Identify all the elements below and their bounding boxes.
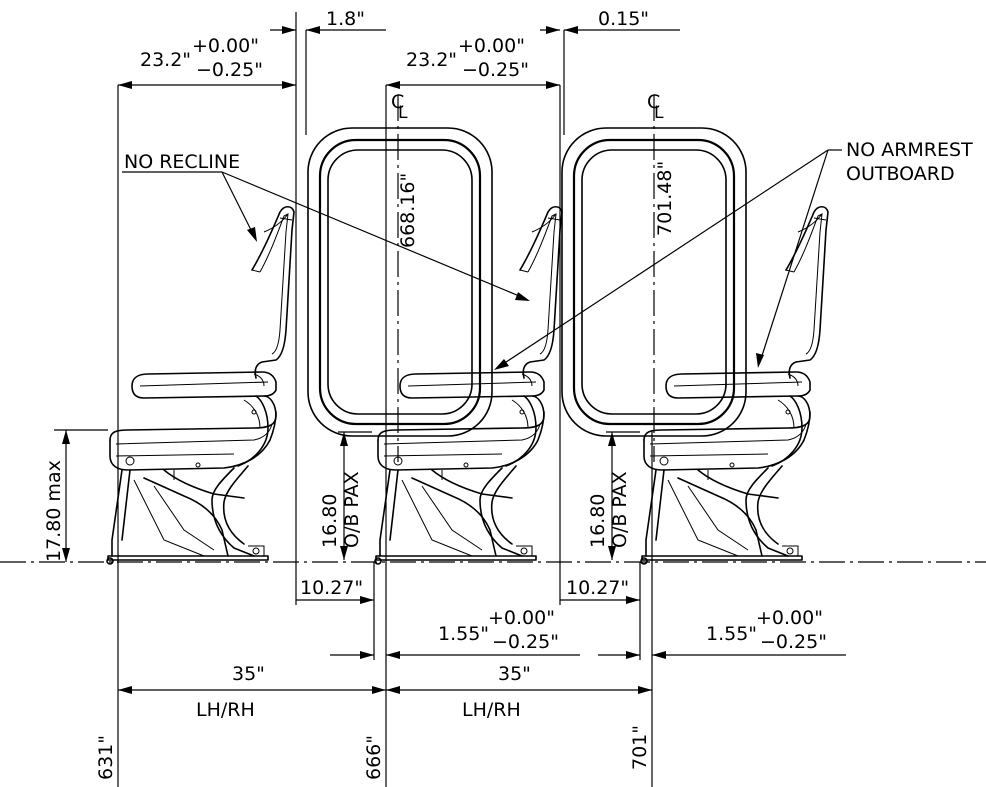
centerline-2-sub: L xyxy=(654,103,664,123)
dim-pax-2: 16.80 O/B PAX xyxy=(587,431,640,560)
dim-pitch-b: 35" LH/RH xyxy=(386,663,652,721)
offset-1-label: 10.27" xyxy=(300,577,363,599)
tol-1-plus: +0.00" xyxy=(488,607,555,629)
dim-pitch-2-minus: −0.25" xyxy=(462,59,529,81)
window-2-dim: 701.48" xyxy=(654,161,676,236)
dim-pitch-1-label: 23.2" xyxy=(140,49,191,71)
dim-gap-front: 1.8" xyxy=(270,8,386,34)
pitch-a-side: LH/RH xyxy=(196,699,255,721)
no-recline-label: NO RECLINE xyxy=(124,151,240,173)
dim-offset-1: 10.27" xyxy=(296,577,374,604)
tol-1-minus: −0.25" xyxy=(492,631,559,653)
centerline-1-symbol: C xyxy=(391,91,404,113)
dim-pax-1: 16.80 O/B PAX xyxy=(319,431,372,560)
tol-1-label: 1.55" xyxy=(438,623,489,645)
no-armrest-callout: NO ARMREST OUTBOARD xyxy=(494,139,973,370)
tol-2-label: 1.55" xyxy=(706,623,757,645)
seat-2 xyxy=(374,205,563,565)
dim-offset-2: 10.27" xyxy=(560,577,640,604)
centerline-1-sub: L xyxy=(398,103,408,123)
dim-pitch-1-minus: −0.25" xyxy=(196,59,263,81)
pax-2-label: O/B PAX xyxy=(609,471,631,548)
no-armrest-label-2: OUTBOARD xyxy=(846,163,955,185)
station-1-label: 631" xyxy=(95,735,117,780)
pitch-b-side: LH/RH xyxy=(462,699,521,721)
station-3-label: 701" xyxy=(629,725,651,770)
dim-pitch-2-plus: +0.00" xyxy=(458,35,525,57)
tol-2-plus: +0.00" xyxy=(756,607,823,629)
window-1-dim: 668.16" xyxy=(397,173,419,248)
dim-gap-front-label: 1.8" xyxy=(326,8,365,30)
dim-pitch-a: 35" LH/RH xyxy=(118,663,386,721)
dim-gap-rear-label: 0.15" xyxy=(598,8,649,30)
offset-2-label: 10.27" xyxy=(566,577,629,599)
pax-1-label: O/B PAX xyxy=(341,471,363,548)
seat-height-label: 17.80 max xyxy=(43,460,65,562)
pax-2-value: 16.80 xyxy=(587,494,609,548)
station-2-label: 666" xyxy=(363,735,385,780)
centerline-2-symbol: C xyxy=(647,91,660,113)
seat-1 xyxy=(106,205,295,565)
dim-pitch-1: 23.2" +0.00" −0.25" xyxy=(118,35,296,89)
no-recline-callout: NO RECLINE xyxy=(122,151,530,301)
pitch-a-label: 35" xyxy=(232,663,265,685)
dim-gap-rear: 0.15" xyxy=(540,8,680,34)
tol-2-minus: −0.25" xyxy=(760,631,827,653)
dim-tol-2: 1.55" +0.00" −0.25" xyxy=(598,607,846,659)
extension-lines xyxy=(117,12,653,787)
pax-1-value: 16.80 xyxy=(319,494,341,548)
pitch-b-label: 35" xyxy=(498,663,531,685)
dim-pitch-2-label: 23.2" xyxy=(406,49,457,71)
no-armrest-label-1: NO ARMREST xyxy=(846,139,973,161)
dim-seat-height: 17.80 max xyxy=(43,429,108,562)
dim-pitch-1-plus: +0.00" xyxy=(192,35,259,57)
dim-tol-1: 1.55" +0.00" −0.25" xyxy=(330,607,580,659)
dim-pitch-2: 23.2" +0.00" −0.25" xyxy=(386,35,560,89)
